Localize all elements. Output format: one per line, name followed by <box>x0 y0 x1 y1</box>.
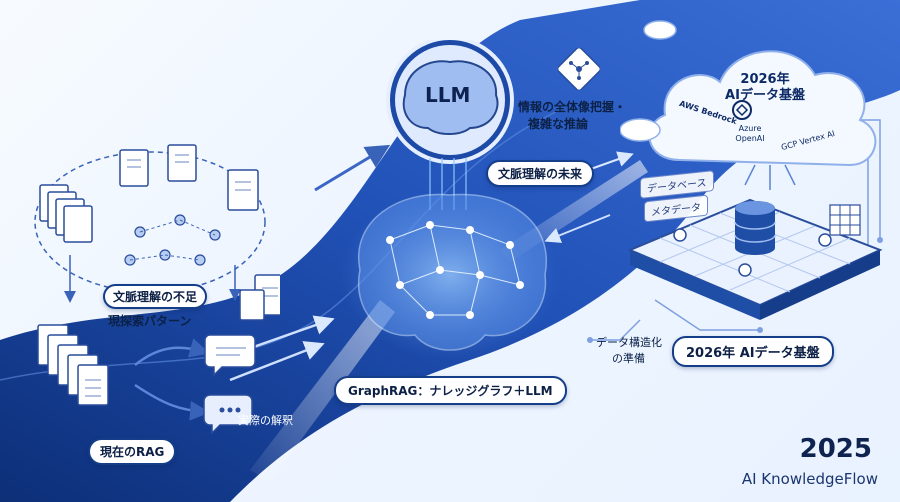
provider-azure-line-1: Azure <box>738 124 762 133</box>
prep-line-2: の準備 <box>612 352 645 365</box>
platform-label: 2026年 AIデータ基盤 <box>672 336 834 367</box>
graphrag-label: GraphRAG：ナレッジグラフ＋LLM <box>334 376 567 405</box>
provider-azure-line-2: OpenAI <box>735 134 765 143</box>
cloud-title-line-1: 2026年 <box>740 72 790 87</box>
cloud-title-line-2: AIデータ基盤 <box>725 88 805 103</box>
brand-name: AI KnowledgeFlow <box>741 470 878 488</box>
brand-year: 2025 <box>799 434 872 464</box>
label-search-pattern: 現探索パターン <box>108 314 192 328</box>
label-current-rag: 現在のRAG <box>88 438 177 465</box>
insight-line-2: 複雑な推論 <box>528 117 589 131</box>
future-label: 文脈理解の未来 <box>486 160 595 187</box>
network-icon <box>558 48 600 90</box>
openai-logo-icon <box>732 100 752 120</box>
insight-line-1: 情報の全体像把握・ <box>518 100 627 114</box>
label-context-gap: 文脈理解の不足 <box>103 284 208 309</box>
prep-line-1: データ構造化 <box>596 336 662 349</box>
llm-label: LLM <box>425 83 471 107</box>
llm-brain-graphic <box>340 40 560 360</box>
chat-bubbles <box>203 289 265 435</box>
cloud-platform-graphic <box>620 20 883 320</box>
label-actual-interpretation: 実際の解釈 <box>238 414 293 427</box>
